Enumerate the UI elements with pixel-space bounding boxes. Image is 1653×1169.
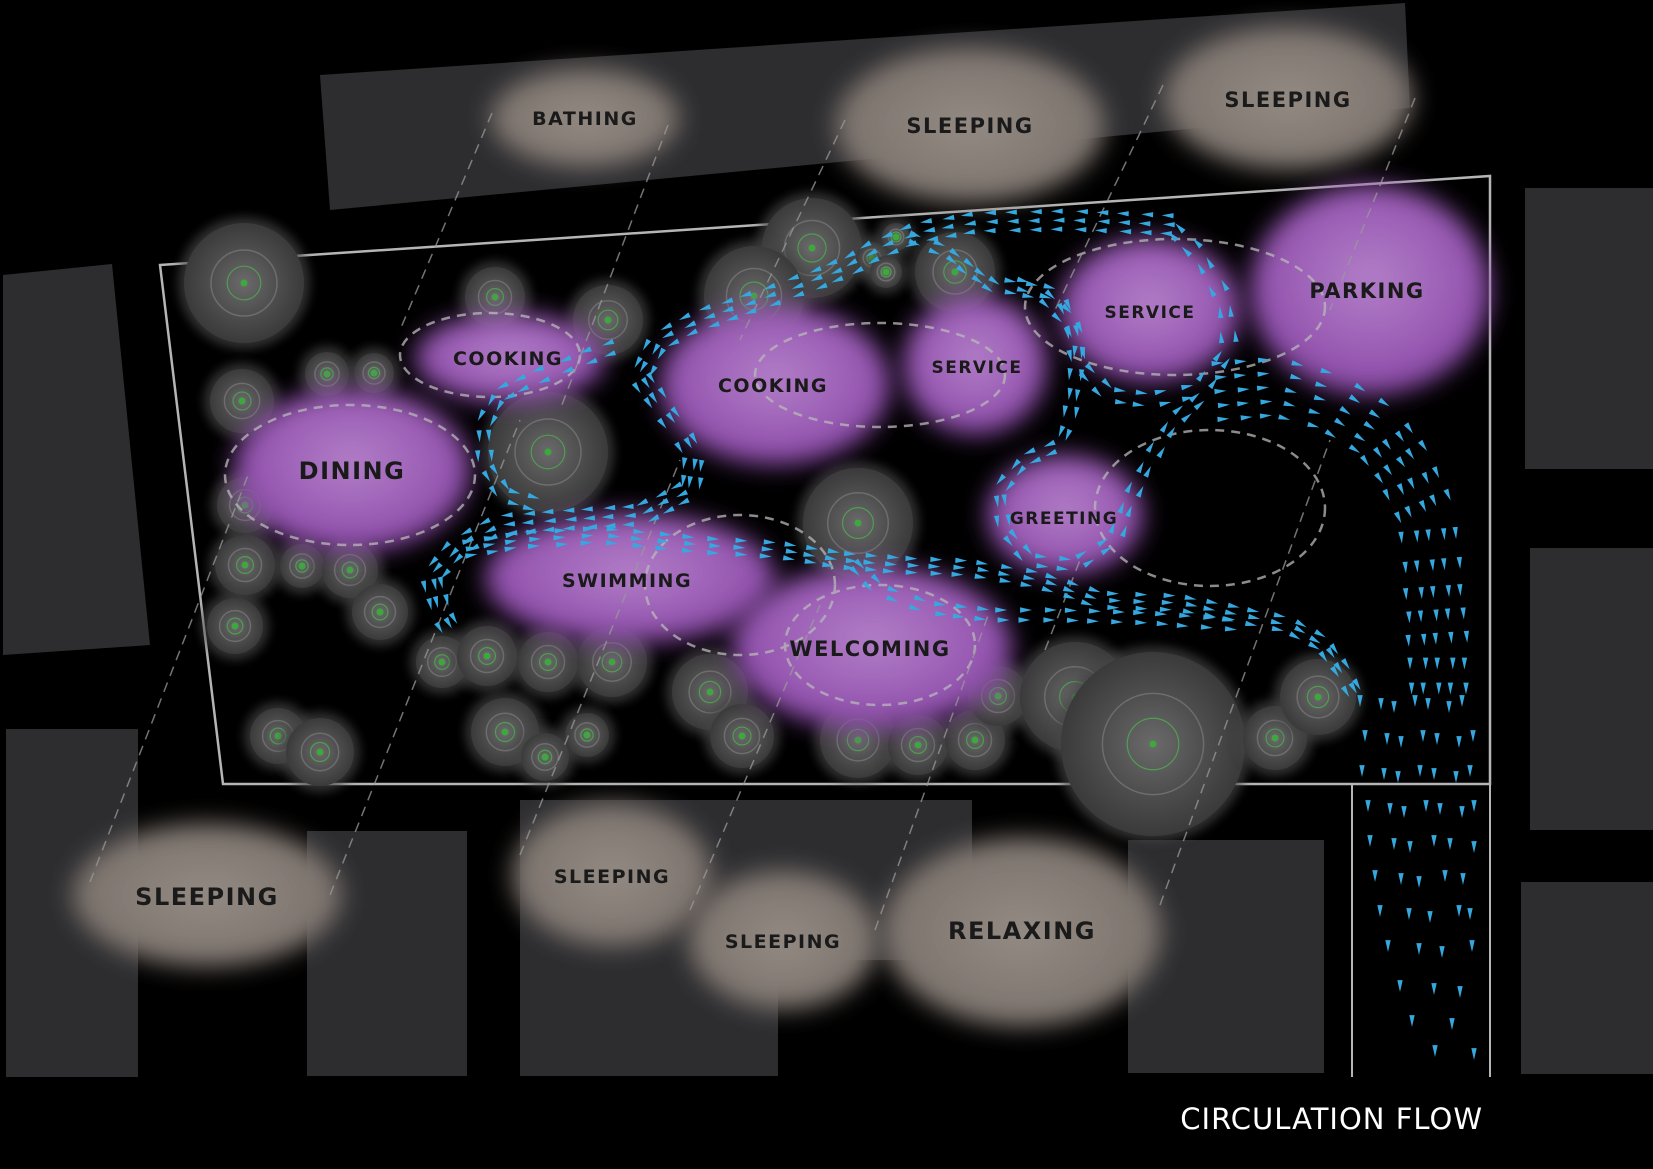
zone-label-welcoming: WELCOMING bbox=[789, 637, 950, 661]
zone-label-swimming: SWIMMING bbox=[562, 570, 692, 592]
overlay-ellipse-cooking bbox=[398, 311, 582, 399]
flow-path bbox=[1211, 357, 1469, 695]
zone-label-parking: PARKING bbox=[1309, 279, 1424, 303]
zone-bubble-sleeping-bottom-mid bbox=[512, 803, 712, 947]
flow-path bbox=[475, 338, 616, 511]
flow-path bbox=[908, 230, 1000, 293]
zone-bubble-sleeping-top-2 bbox=[1163, 26, 1413, 170]
tree-7 bbox=[274, 538, 330, 594]
zone-label-cooking-large: COOKING bbox=[718, 375, 828, 397]
tree-10 bbox=[201, 592, 269, 660]
building-block-right-1 bbox=[1525, 188, 1653, 469]
zone-label-sleeping-top-2: SLEEPING bbox=[1224, 88, 1351, 112]
zone-bubble-sleeping-bottom-center bbox=[688, 870, 878, 1010]
zone-label-sleeping-bottom-mid: SLEEPING bbox=[554, 866, 670, 888]
zone-bubble-parking bbox=[1250, 185, 1490, 395]
tree-15 bbox=[482, 386, 614, 518]
zone-bubbles bbox=[72, 26, 1490, 1027]
zone-bubble-service-right bbox=[1060, 238, 1240, 382]
building-block-right-3 bbox=[1521, 882, 1653, 1074]
zone-bubble-relaxing bbox=[882, 837, 1162, 1027]
overlay-ellipse-cooking-large bbox=[753, 321, 1007, 429]
zone-labels: BATHING SLEEPING SLEEPING SLEEPING SLEEP… bbox=[135, 88, 1424, 953]
flow-path bbox=[462, 526, 1361, 698]
flow-path bbox=[993, 276, 1205, 571]
tree-3 bbox=[299, 346, 355, 402]
connector-lines bbox=[89, 84, 1416, 931]
zone-label-relaxing: RELAXING bbox=[948, 917, 1096, 945]
tree-28 bbox=[704, 698, 780, 774]
zone-label-sleeping-bottom-left: SLEEPING bbox=[135, 883, 279, 911]
overlay-ellipses bbox=[223, 237, 1327, 707]
zone-bubble-cooking-small bbox=[415, 313, 605, 403]
building-block-bottom-5 bbox=[1128, 840, 1324, 1073]
overlay-ellipse-greeting bbox=[1093, 428, 1327, 588]
flow-path bbox=[420, 208, 1175, 634]
entry-channel bbox=[1351, 784, 1491, 1077]
zone-bubble-cooking-large bbox=[660, 305, 890, 465]
zone-bubble-dining bbox=[234, 388, 470, 552]
zone-label-service-center: SERVICE bbox=[931, 358, 1022, 378]
zone-label-service-right: SERVICE bbox=[1104, 303, 1195, 323]
tree-39 bbox=[1274, 653, 1362, 741]
building-block-right-2 bbox=[1530, 548, 1653, 830]
tree-37 bbox=[1055, 646, 1251, 842]
zone-bubble-service-center bbox=[903, 295, 1047, 435]
tree-4 bbox=[348, 347, 400, 399]
tree-9 bbox=[346, 578, 414, 646]
flow-path bbox=[849, 558, 1237, 632]
zone-label-cooking-small: COOKING bbox=[453, 348, 563, 370]
tree-6 bbox=[209, 529, 281, 601]
tree-21 bbox=[864, 250, 908, 294]
zone-label-sleeping-top-1: SLEEPING bbox=[906, 114, 1033, 138]
zone-label-bathing: BATHING bbox=[532, 108, 638, 130]
overlay-ellipse-welcoming bbox=[783, 583, 977, 707]
zone-bubble-bathing bbox=[490, 68, 680, 168]
tree-22 bbox=[797, 462, 919, 584]
tree-24 bbox=[451, 620, 523, 692]
building-block-left bbox=[3, 264, 150, 655]
overlay-ellipse-dining bbox=[223, 403, 477, 547]
zone-label-dining: DINING bbox=[299, 457, 406, 485]
zone-bubble-sleeping-bottom-left bbox=[72, 823, 342, 967]
tree-1 bbox=[178, 217, 310, 349]
zone-bubble-welcoming bbox=[732, 566, 1012, 730]
zone-bubble-sleeping-top-1 bbox=[835, 47, 1105, 203]
overlay-ellipse-swimming bbox=[643, 513, 837, 657]
circulation-arrows bbox=[420, 208, 1477, 1060]
diagram-caption: CIRCULATION FLOW bbox=[1180, 1102, 1483, 1136]
tree-31 bbox=[559, 707, 615, 763]
zone-label-greeting: GREETING bbox=[1010, 509, 1118, 529]
zone-label-sleeping-bottom-center: SLEEPING bbox=[725, 931, 841, 953]
entry-flow-arrows bbox=[1357, 695, 1477, 1060]
tree-12 bbox=[280, 712, 360, 792]
tree-25 bbox=[512, 626, 584, 698]
